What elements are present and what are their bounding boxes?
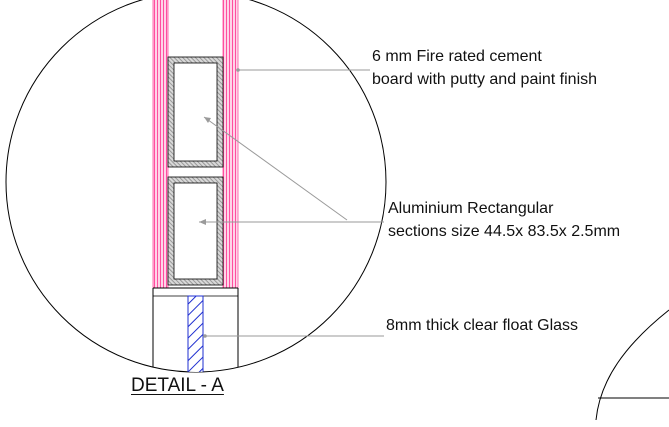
aluminium-section-lower-void — [173, 182, 218, 280]
marker-glass — [203, 334, 207, 338]
leader-markers — [199, 68, 240, 338]
aluminium-section-upper-void — [173, 62, 218, 162]
marker-aluminium-upper — [204, 117, 211, 123]
callout-glass: 8mm thick clear float Glass — [386, 317, 579, 334]
callout-board-line1: 6 mm Fire rated cement — [372, 48, 542, 65]
detail-title: DETAIL - A — [131, 375, 224, 396]
glass-pane — [187, 295, 204, 372]
leader-lines — [199, 69, 384, 337]
cement-board-right — [222, 0, 239, 289]
callout-aluminium-line1: Aluminium Rectangular — [388, 200, 554, 217]
callout-board-line2: board with putty and paint finish — [372, 71, 598, 88]
leader-aluminium-upper — [203, 116, 348, 221]
cement-board-left — [152, 0, 169, 289]
marker-board — [236, 68, 240, 72]
adjacent-detail-circle — [595, 309, 669, 421]
callout-aluminium-line2: sections size 44.5x 83.5x 2.5mm — [388, 223, 621, 240]
marker-aluminium-lower — [199, 219, 206, 225]
partition-section — [152, 0, 239, 372]
